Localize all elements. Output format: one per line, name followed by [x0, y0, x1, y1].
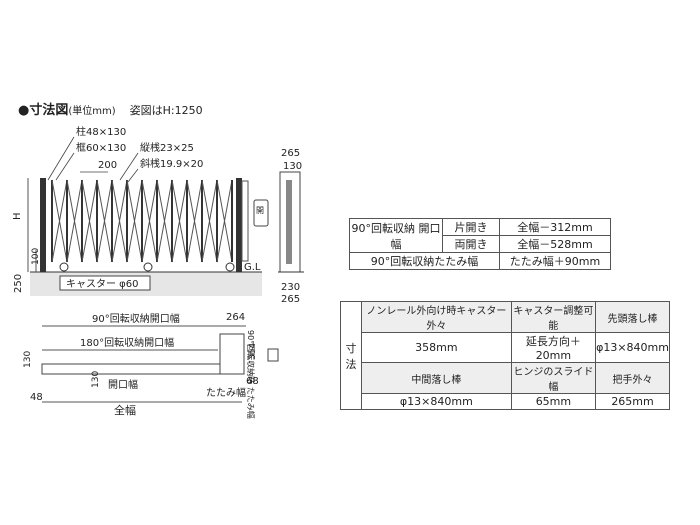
t2-h1: ノンレール外向け時キャスター外々: [361, 301, 512, 333]
plan-fold-block: [219, 333, 245, 375]
plan-130b: 130: [91, 371, 101, 388]
t2-v6: 265mm: [595, 393, 670, 410]
caster-wheel: [59, 262, 69, 272]
side-bar: [286, 180, 292, 264]
leader-frame: [55, 152, 75, 181]
t2-v4: φ13×840mm: [361, 393, 512, 410]
plan-total: 全幅: [114, 403, 136, 417]
plan-opening: 開口幅: [108, 378, 138, 391]
t2-v3: φ13×840mm: [595, 332, 670, 363]
side-265-bottom: 265: [281, 294, 300, 305]
dim-100: 100: [31, 248, 41, 265]
section-title: ●寸法図(単位mm) 姿図はH:1250: [18, 99, 203, 118]
diagonal-bar: [171, 179, 188, 263]
t1-single-val: 全幅－312mm: [499, 218, 611, 236]
height-label: H: [12, 212, 23, 220]
stopper: [241, 180, 249, 262]
pitch-label: 200: [98, 160, 117, 171]
t2-v5: 65mm: [510, 393, 597, 410]
title-text: ●寸法図: [18, 103, 69, 118]
diagonal-bar: [126, 179, 143, 263]
diagonal-bar: [96, 179, 113, 263]
gl-label: G.L: [244, 262, 261, 273]
fold-width-table: 90°回転収納 開口幅 片開き 全幅－312mm 両開き 全幅－528mm 90…: [349, 218, 611, 270]
t1-single: 片開き: [442, 218, 500, 236]
diagonal-bar: [141, 179, 158, 263]
caster-label: キャスター φ60: [66, 278, 139, 290]
diagonal-bar: [201, 179, 218, 263]
t1-double: 両開き: [442, 235, 500, 253]
open-sign: [253, 199, 269, 227]
diagonal-bar: [156, 179, 173, 263]
leader-vbar: [119, 152, 139, 181]
plan-130: 130: [23, 351, 33, 368]
dim-250: 250: [13, 274, 24, 293]
t2-h5: ヒンジのスライド幅: [510, 362, 597, 394]
leader-dbar: [127, 168, 139, 183]
t2-h4: 中間落し棒: [361, 362, 512, 394]
t1-label2: 90°回転収納たたみ幅: [349, 252, 500, 270]
t2-v2: 延長方向＋20mm: [510, 332, 597, 363]
diagonal-bar: [111, 179, 128, 263]
side-265-top: 265: [281, 148, 300, 159]
t1-double-val: 全幅－528mm: [499, 235, 611, 253]
dimension-table: 寸法 ノンレール外向け時キャスター外々 キャスター調整可能 先頭落し棒 358m…: [340, 301, 670, 410]
plan-354: 354: [248, 343, 258, 360]
plan-gate: [41, 363, 239, 375]
vertical-bar-label: 縦桟23×25: [140, 141, 194, 154]
gate-lattice: [51, 179, 235, 272]
diagonal-bar: [66, 179, 83, 263]
plan-fold: たたみ幅: [206, 386, 246, 399]
unit-text: (単位mm): [68, 106, 116, 117]
plan-fold90: 90°回転収納時 たたみ幅: [246, 330, 256, 419]
caster-box: [59, 275, 151, 291]
diagonal-bar-label: 斜桟19.9×20: [140, 157, 203, 170]
open-mark: 開: [256, 206, 264, 215]
pose-text: 姿図はH:1250: [129, 104, 203, 117]
t1-label1: 90°回転収納 開口幅: [349, 218, 443, 253]
diagonal-bar: [81, 179, 98, 263]
plan-handle: [267, 348, 279, 362]
post-label: 柱48×130: [76, 125, 126, 138]
t2-h2: キャスター調整可能: [510, 301, 597, 333]
t1-fold-val: たたみ幅＋90mm: [499, 252, 611, 270]
plan-open180: 180°回転収納開口幅: [80, 336, 174, 349]
diagonal-bar: [51, 179, 68, 263]
plan-264: 264: [226, 312, 245, 323]
side-230: 230: [281, 282, 300, 293]
plan-48: 48: [30, 392, 43, 403]
plan-68: 68: [246, 376, 259, 387]
caster-wheel: [143, 262, 153, 272]
post: [40, 178, 46, 272]
caster-wheel: [225, 262, 235, 272]
t2-v1: 358mm: [361, 332, 512, 363]
t2-side: 寸法: [340, 301, 362, 410]
frame-label: 框60×130: [76, 141, 126, 154]
plan-open90: 90°回転収納開口幅: [92, 312, 180, 325]
t2-h3: 先頭落し棒: [595, 301, 670, 333]
side-130: 130: [283, 161, 302, 172]
diagonal-bar: [186, 179, 203, 263]
diagonal-bar: [216, 179, 233, 263]
t2-h6: 把手外々: [595, 362, 670, 394]
end-frame: [236, 178, 242, 272]
leader-post: [47, 136, 75, 181]
